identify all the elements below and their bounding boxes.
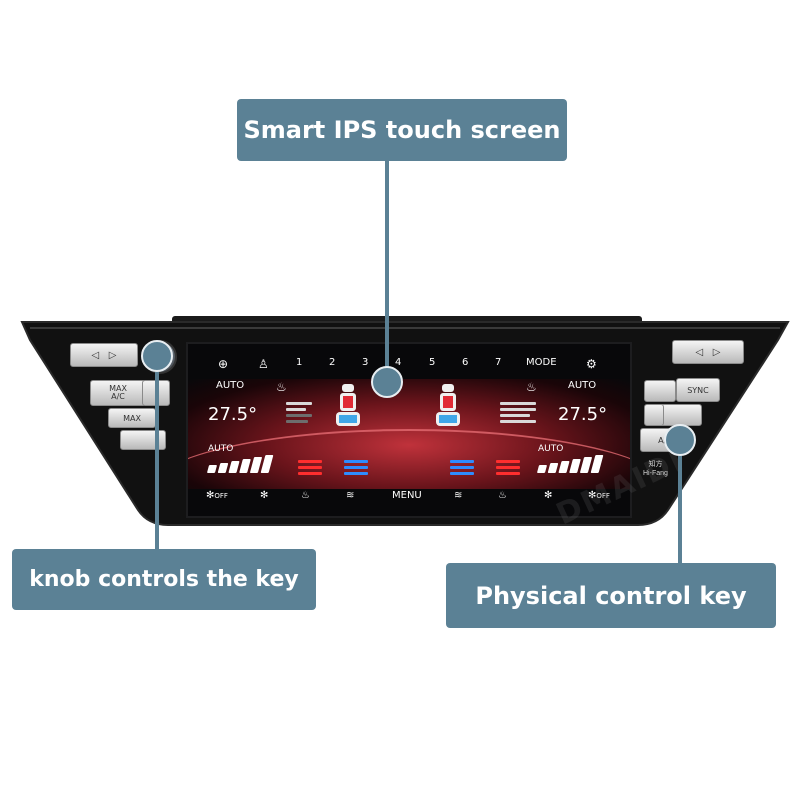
callout-physical-keys: Physical control key [446, 563, 776, 628]
right-seat-icon[interactable] [434, 384, 462, 430]
pointer-line-screen [385, 161, 389, 372]
right-seat-cool-level[interactable] [450, 460, 474, 478]
rear-defrost-icon[interactable]: ♨ [276, 380, 287, 394]
fan-off-left[interactable]: ✻OFF [206, 490, 228, 501]
left-fan-auto-label[interactable]: AUTO [208, 444, 234, 454]
fan-icon-left[interactable]: ✻ [260, 490, 269, 501]
right-temperature[interactable]: 27.5° [558, 404, 608, 425]
pointer-dot-screen [371, 366, 403, 398]
fan-icon-right[interactable]: ✻ [544, 490, 553, 501]
left-auto-label[interactable]: AUTO [216, 380, 245, 391]
left-arrow-buttons[interactable]: ◁ ▷ [70, 343, 138, 367]
screen-arc [188, 429, 630, 491]
right-fan-auto-label[interactable]: AUTO [538, 444, 564, 454]
left-airflow-bars [286, 402, 312, 426]
preset-4[interactable]: 4 [395, 357, 402, 368]
seat-vent-icon-right[interactable]: ≋ [454, 490, 463, 501]
right-small-button[interactable] [644, 404, 664, 426]
seat-vent-icon-left[interactable]: ≋ [346, 490, 355, 501]
pointer-dot-keys [664, 424, 696, 456]
preset-3[interactable]: 3 [362, 357, 369, 368]
right-fan-speed[interactable] [536, 455, 604, 473]
pointer-line-keys [678, 444, 682, 563]
fan-off-left-label: OFF [214, 492, 228, 500]
brand-logo: 知方 Hi-Fang [643, 461, 668, 477]
left-seat-icon[interactable] [334, 384, 362, 430]
fan-off-right[interactable]: ✻OFF [588, 490, 610, 501]
front-defrost-icon[interactable]: ♨ [526, 380, 537, 394]
driver-icon[interactable]: ♙ [258, 357, 269, 371]
left-fan-speed[interactable] [206, 455, 274, 473]
menu-button[interactable]: MENU [392, 490, 422, 501]
left-temperature[interactable]: 27.5° [208, 404, 258, 425]
seat-heat-icon-left[interactable]: ♨ [301, 490, 310, 501]
left-seat-button[interactable] [120, 430, 166, 450]
sync-button[interactable]: SYNC [676, 378, 720, 402]
callout-touch-screen: Smart IPS touch screen [237, 99, 567, 161]
pointer-line-knob [155, 358, 159, 549]
max-ac-button[interactable]: MAX A/C [90, 380, 146, 406]
seat-heat-icon-right[interactable]: ♨ [498, 490, 507, 501]
right-seat-heat-level[interactable] [496, 460, 520, 478]
right-auto-label[interactable]: AUTO [568, 380, 597, 391]
preset-5[interactable]: 5 [429, 357, 436, 368]
touch-screen[interactable]: ⊕ ♙ 1 2 3 4 5 6 7 MODE ⚙ AUTO AUTO ♨ ♨ 2… [186, 342, 632, 518]
recirculation-button[interactable] [644, 380, 676, 402]
left-seat-cool-level[interactable] [344, 460, 368, 478]
max-defrost-button[interactable]: MAX [108, 408, 156, 428]
left-seat-heat-level[interactable] [298, 460, 322, 478]
right-airflow-bars [500, 402, 536, 426]
preset-2[interactable]: 2 [329, 357, 336, 368]
preset-7[interactable]: 7 [495, 357, 502, 368]
fan-off-right-label: OFF [596, 492, 610, 500]
pointer-dot-knob [141, 340, 173, 372]
right-arrow-buttons[interactable]: ◁ ▷ [672, 340, 744, 364]
mode-button[interactable]: MODE [526, 357, 557, 368]
preset-1[interactable]: 1 [296, 357, 303, 368]
preset-6[interactable]: 6 [462, 357, 469, 368]
callout-knob: knob controls the key [12, 549, 316, 610]
globe-icon[interactable]: ⊕ [218, 357, 229, 371]
settings-icon[interactable]: ⚙ [586, 357, 597, 371]
